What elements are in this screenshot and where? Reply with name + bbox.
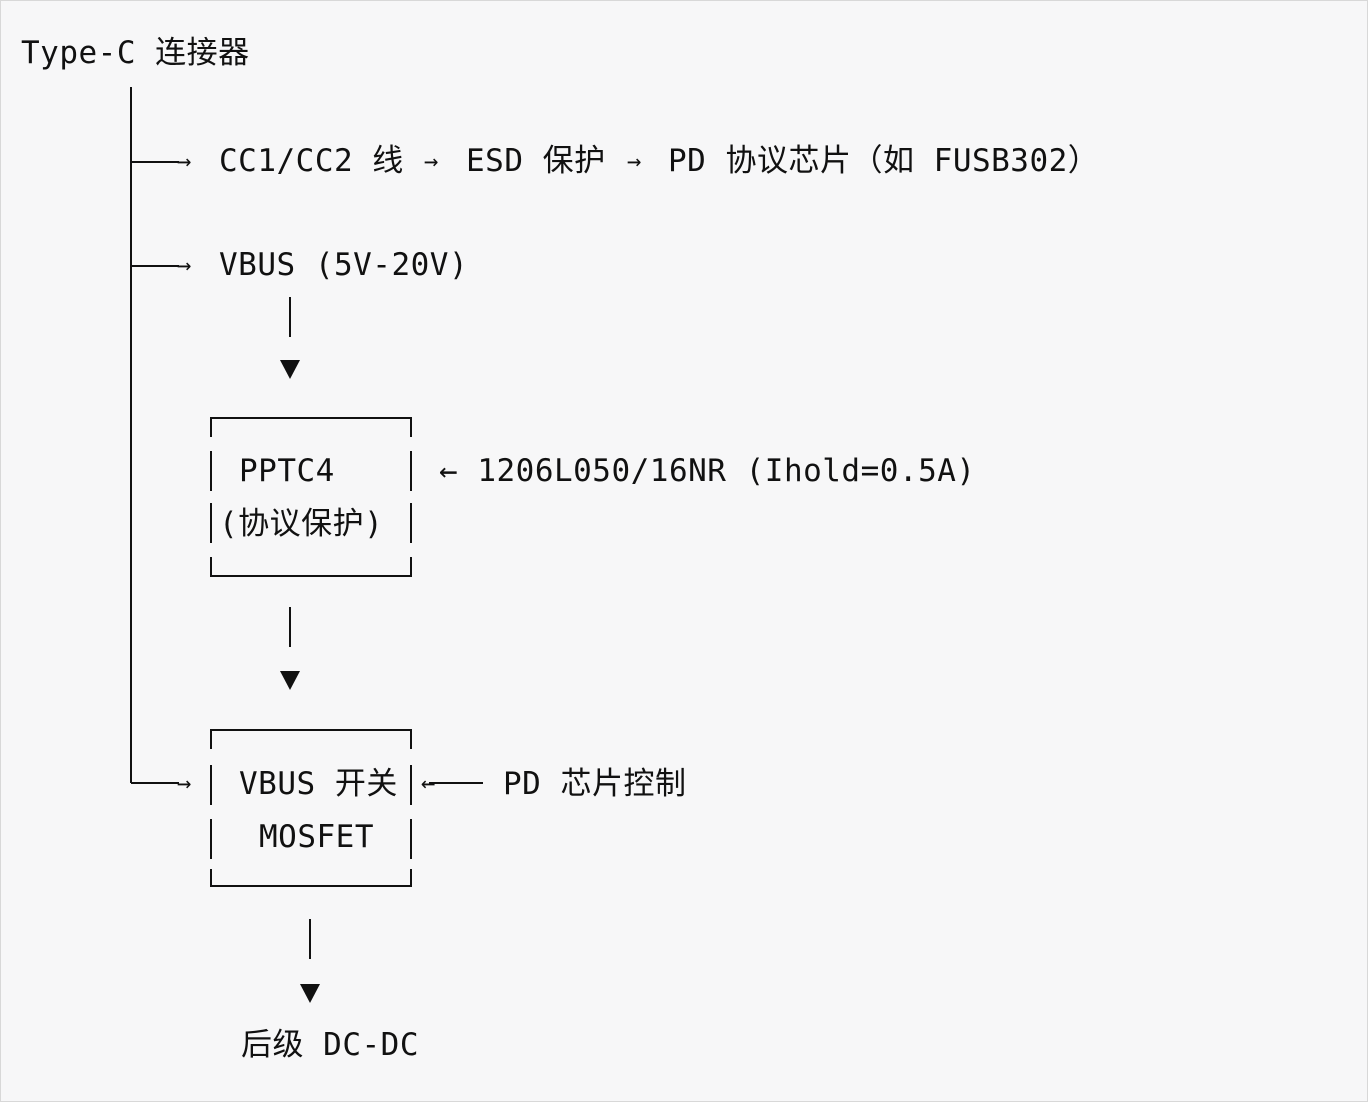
switch-desc: MOSFET: [259, 819, 374, 855]
down-arrow-icon: [280, 360, 300, 379]
pd-control-label: PD 芯片控制: [503, 766, 687, 802]
cc-branch-line: [131, 161, 179, 163]
trunk-line: [130, 87, 132, 783]
cc-esd-arrow-icon: →: [424, 147, 439, 175]
vbus-branch-line: [131, 265, 179, 267]
pptc-box: [210, 417, 412, 577]
switch-box: [210, 729, 412, 887]
switch-name: VBUS 开关: [239, 766, 398, 802]
down-arrow-icon: [300, 984, 320, 1003]
vbus-down-line: [289, 297, 291, 337]
vbus-label: VBUS (5V-20V): [219, 247, 469, 283]
pptc-name: PPTC4: [239, 453, 335, 489]
pd-chip-label: PD 协议芯片（如 FUSB302）: [668, 143, 1100, 179]
cc-label: CC1/CC2 线: [219, 143, 404, 179]
switch-down-line: [309, 919, 311, 959]
down-arrow-icon: [280, 671, 300, 690]
switch-arrow-icon: →: [177, 769, 192, 797]
pptc-down-line: [289, 607, 291, 647]
cc-arrow-icon: →: [177, 147, 192, 175]
root-node: Type-C 连接器: [21, 35, 250, 71]
pd-control-line: [429, 782, 483, 784]
trunk-to-switch-line: [131, 782, 179, 784]
pptc-desc: (协议保护): [219, 506, 384, 542]
esd-pd-arrow-icon: →: [627, 147, 642, 175]
output-label: 后级 DC-DC: [241, 1027, 419, 1063]
esd-label: ESD 保护: [466, 143, 606, 179]
vbus-arrow-icon: →: [177, 251, 192, 279]
left-arrow-icon: ←: [421, 769, 436, 797]
pptc-note: ← 1206L050/16NR (Ihold=0.5A): [439, 453, 976, 489]
